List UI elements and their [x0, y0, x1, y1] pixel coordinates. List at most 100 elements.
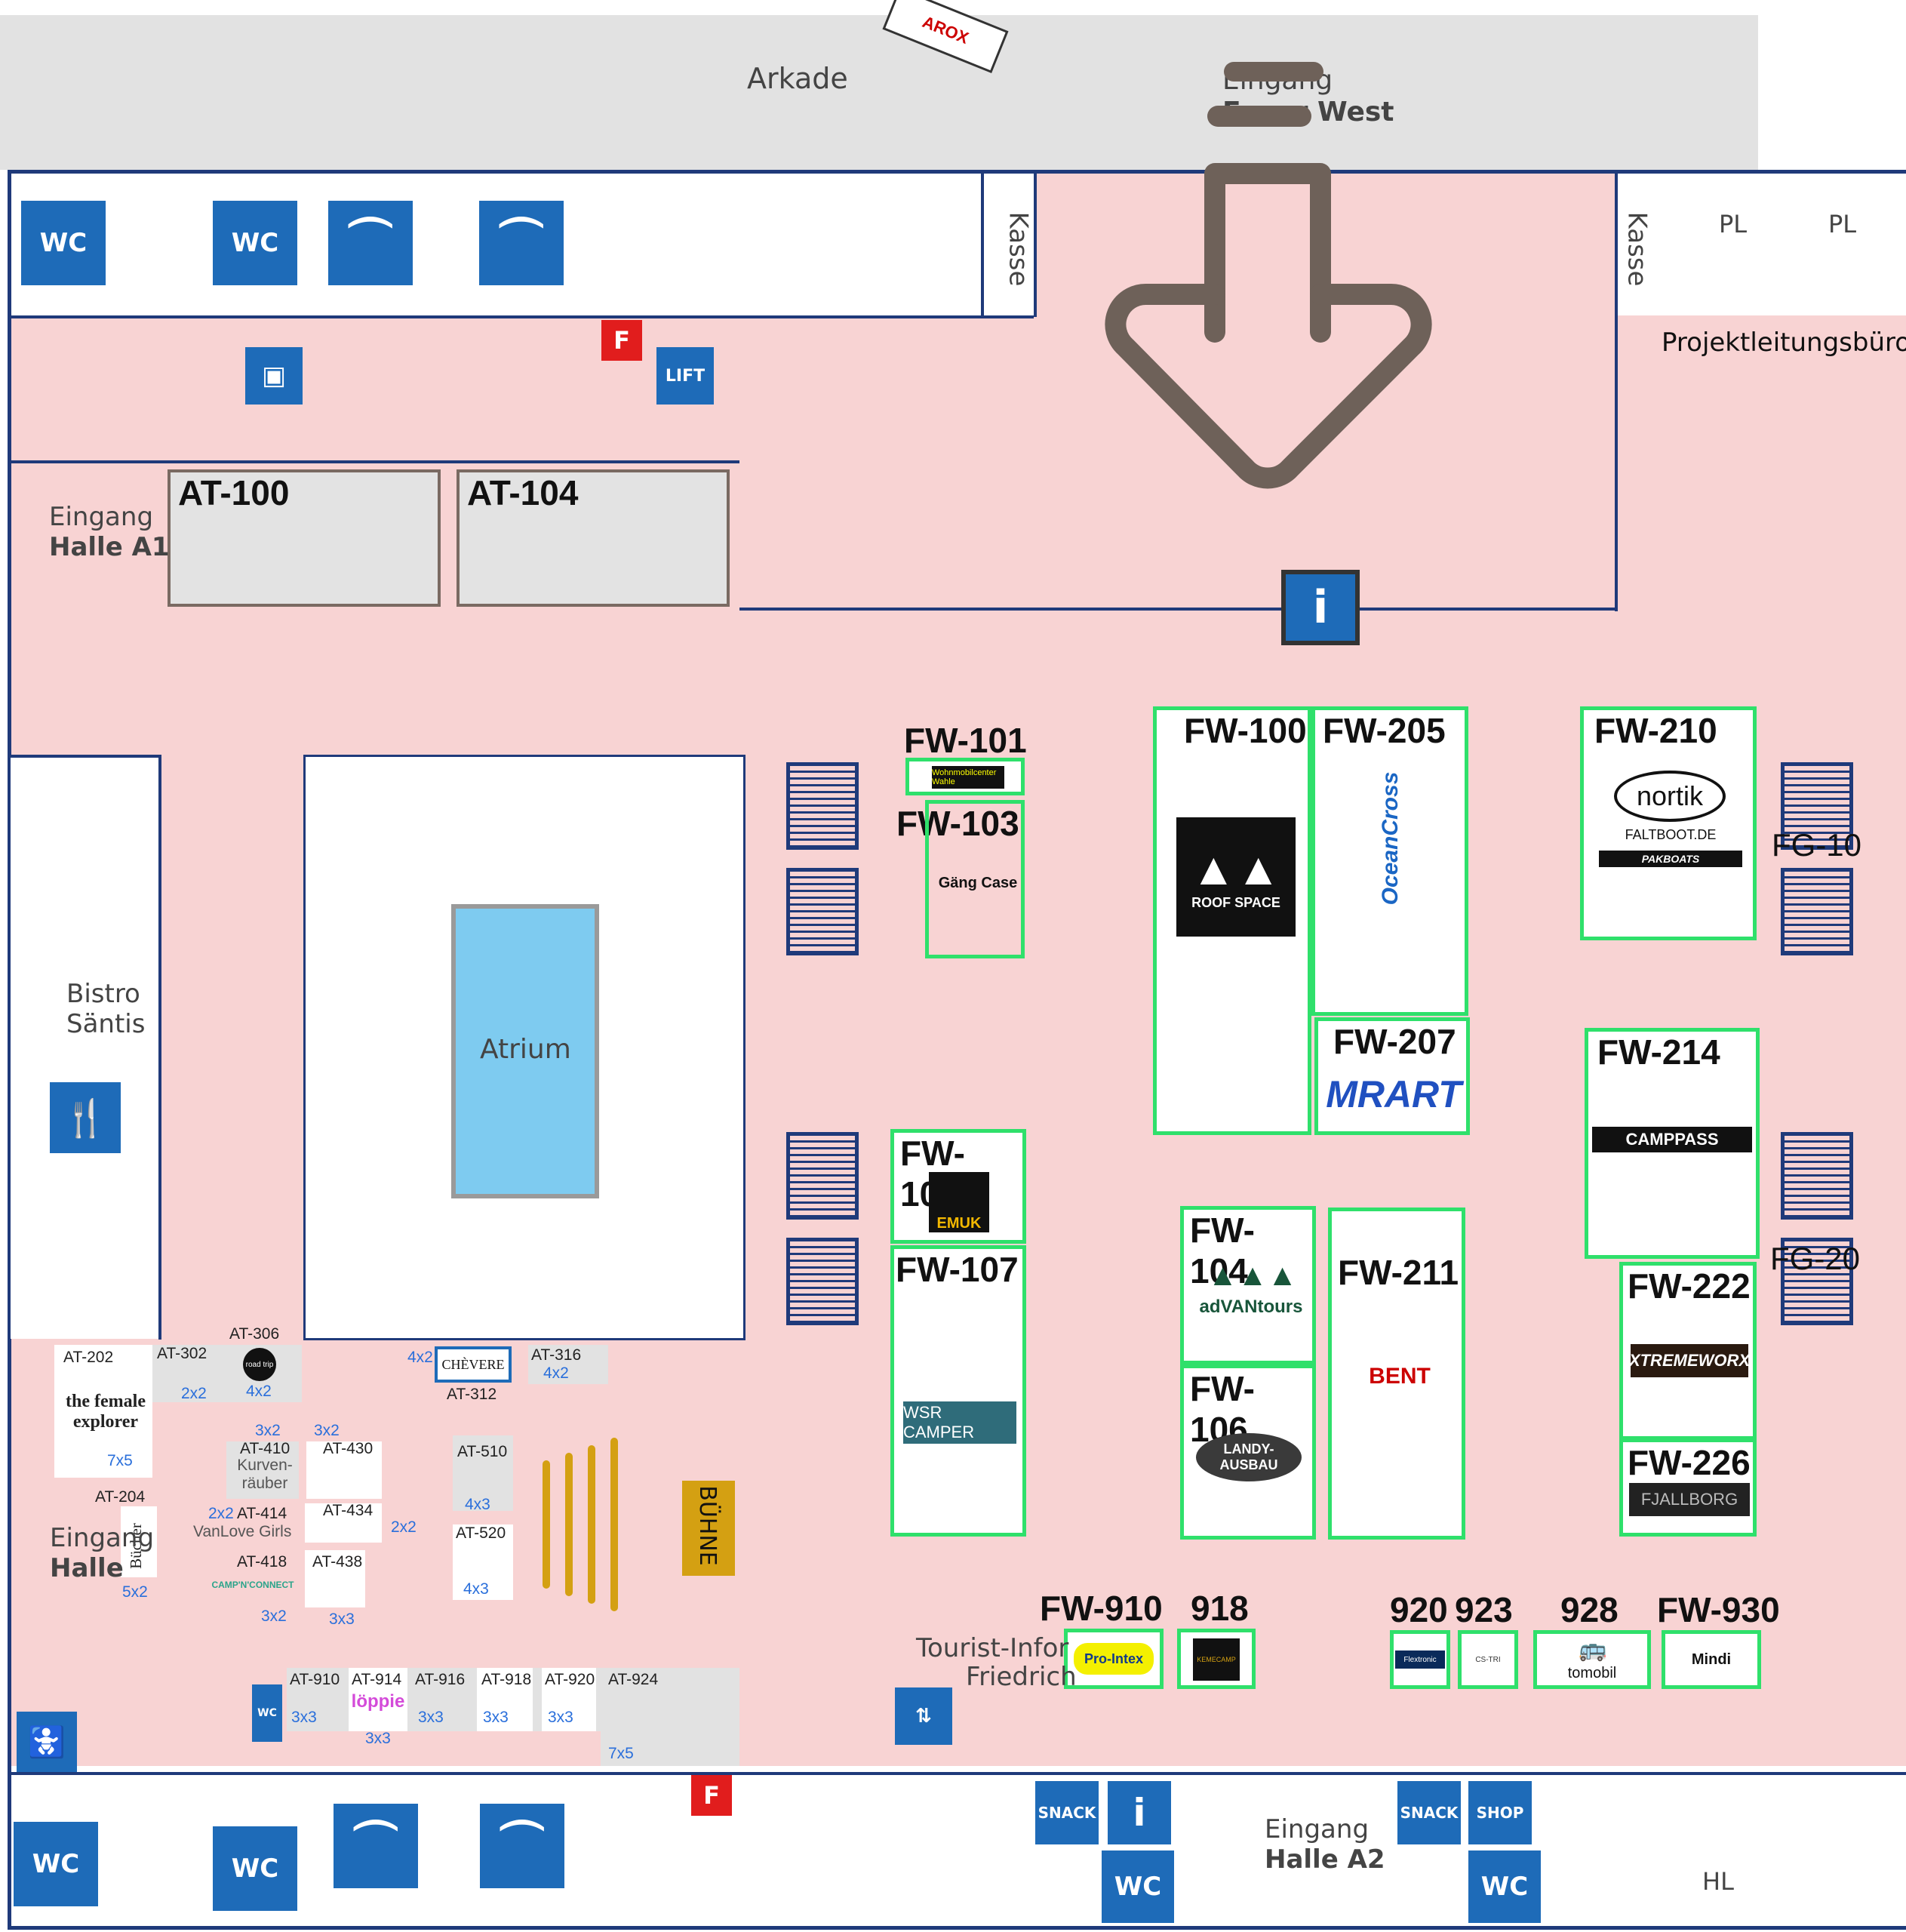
locker-icon[interactable]: ▣	[245, 347, 303, 405]
fw-210-booth[interactable]: FW-210 nortik FALTBOOT.DE PAKBOATS	[1580, 706, 1757, 940]
fw-930-booth[interactable]: Mindi	[1662, 1630, 1761, 1689]
at-438-size: 3x3	[329, 1611, 355, 1628]
kasse-label-1: Kasse	[1003, 211, 1034, 287]
at-104-block[interactable]: AT-104	[457, 469, 730, 607]
wc-icon-small[interactable]: WC	[252, 1684, 282, 1742]
at-302-stand[interactable]	[152, 1345, 225, 1402]
wall-bistro-top	[8, 755, 161, 758]
at-520-stand[interactable]	[453, 1524, 513, 1600]
fw-910-booth[interactable]: Pro-Intex	[1064, 1629, 1164, 1689]
fw-214-id: FW-214	[1597, 1032, 1720, 1072]
fw-205-booth[interactable]: FW-205 OceanCross	[1311, 706, 1468, 1016]
at-312-size: 4x2	[407, 1349, 433, 1366]
at-306-size: 4x2	[246, 1383, 272, 1400]
at-204-stand[interactable]	[121, 1506, 157, 1577]
fw-214-booth[interactable]: FW-214 CAMPPASS	[1585, 1028, 1760, 1259]
928-booth[interactable]: 🚌 tomobil	[1533, 1630, 1651, 1689]
stage-block	[682, 1481, 735, 1576]
920-booth[interactable]: Flextronic	[1390, 1630, 1450, 1689]
at-202-id: AT-202	[63, 1349, 114, 1366]
fg10-label: FG-10	[1772, 827, 1862, 863]
info-point-icon[interactable]: i	[1281, 570, 1360, 645]
fire-extinguisher-icon[interactable]: F	[601, 320, 642, 361]
fw-106-booth[interactable]: FW-106 LANDY-AUSBAU	[1180, 1364, 1316, 1540]
cloakroom-icon-3[interactable]: ⏜	[334, 1804, 418, 1888]
snack-icon-2[interactable]: SNACK	[1397, 1781, 1461, 1844]
at-434-size: 2x2	[391, 1518, 417, 1536]
lift-icon[interactable]: LIFT	[656, 347, 714, 405]
stage-seating	[543, 1438, 618, 1611]
at-316-stand[interactable]	[528, 1345, 608, 1384]
fw-222-booth[interactable]: FW-222 XTREMEWORX	[1619, 1262, 1757, 1440]
at-510-stand[interactable]	[453, 1435, 513, 1511]
fw-210-id: FW-210	[1594, 711, 1717, 750]
fw-101-booth[interactable]: Wohnmobilcenter Wahle	[905, 758, 1025, 795]
staircase-up-1	[786, 762, 859, 850]
fw-103-booth[interactable]: Gäng Case	[925, 800, 1025, 958]
fw-211-booth[interactable]: FW-211 BENT	[1328, 1208, 1465, 1540]
wall-bottom	[8, 1926, 1906, 1930]
snack-icon-1[interactable]: SNACK	[1035, 1781, 1099, 1844]
923-booth[interactable]: CS-TRI	[1458, 1630, 1518, 1689]
wall-kasse	[981, 174, 984, 317]
at-414-size: 2x2	[208, 1505, 234, 1522]
entrance-side-label-2: Halle	[50, 1553, 124, 1583]
wc-label: WC	[257, 1707, 277, 1719]
918-logo: KEMECAMP	[1193, 1638, 1240, 1681]
wc-icon-bottom-4[interactable]: WC	[1468, 1850, 1541, 1923]
fw-222-logo: XTREMEWORX	[1629, 1344, 1750, 1377]
fire-extinguisher-icon-2[interactable]: F	[691, 1775, 732, 1816]
at-316-id: AT-316	[531, 1346, 582, 1364]
fw-207-booth[interactable]: FW-207 MRART	[1314, 1017, 1470, 1135]
baby-changing-icon[interactable]: 🚼	[17, 1712, 77, 1772]
wc-icon-bottom-3[interactable]: WC	[1102, 1850, 1174, 1923]
fw-105-booth[interactable]: FW-105 EMUK	[890, 1129, 1026, 1244]
staircase-fg20-1	[1781, 1132, 1853, 1220]
fw-104-id: FW-104	[1190, 1211, 1255, 1291]
fw-214-logo: CAMPPASS	[1592, 1127, 1752, 1152]
at-202-stand[interactable]	[54, 1345, 152, 1478]
wc-label: WC	[39, 228, 88, 258]
fw-107-booth[interactable]: FW-107 WSR CAMPER	[890, 1245, 1026, 1537]
stage-label: BÜHNE	[693, 1485, 721, 1566]
at-918-size: 3x3	[483, 1709, 509, 1726]
wall-atrium-row	[8, 460, 739, 463]
fw-207-logo: MRART	[1326, 1073, 1462, 1115]
at-434-stand[interactable]	[305, 1503, 382, 1543]
at-924-stand[interactable]	[601, 1668, 739, 1766]
wc-label: WC	[32, 1849, 80, 1879]
fw-207-id: FW-207	[1333, 1022, 1456, 1061]
wc-icon-bottom-1[interactable]: WC	[14, 1822, 98, 1906]
at-410-stand[interactable]	[226, 1441, 299, 1499]
at-302-size: 2x2	[181, 1385, 207, 1402]
wc-icon-top-1[interactable]: WC	[21, 201, 106, 285]
918-booth[interactable]: KEMECAMP	[1177, 1629, 1256, 1689]
at-918-stand[interactable]	[477, 1668, 533, 1731]
pl-label-1: PL	[1719, 210, 1748, 238]
fw-100-booth[interactable]: FW-100 ▲▲ ROOF SPACE	[1153, 706, 1311, 1135]
at-438-stand[interactable]	[305, 1550, 365, 1607]
at-920-stand[interactable]	[542, 1668, 596, 1731]
at-918-id: AT-918	[481, 1671, 532, 1688]
restaurant-icon[interactable]: 🍴	[50, 1082, 121, 1153]
at-920-size: 3x3	[548, 1709, 573, 1726]
info-icon-bottom[interactable]: i	[1108, 1781, 1171, 1844]
at-100-block[interactable]: AT-100	[168, 469, 441, 607]
cloakroom-icon-4[interactable]: ⏜	[480, 1804, 564, 1888]
wc-icon-bottom-2[interactable]: WC	[213, 1826, 297, 1911]
at-914-stand[interactable]	[349, 1668, 407, 1731]
cloakroom-icon-1[interactable]: ⏜	[328, 201, 413, 285]
fw-104-booth[interactable]: FW-104 ▲▲▲ adVANtours	[1180, 1206, 1316, 1364]
wc-icon-top-2[interactable]: WC	[213, 201, 297, 285]
at-430-stand[interactable]	[306, 1441, 382, 1499]
fw-226-booth[interactable]: FW-226 FJALLBORG	[1619, 1438, 1757, 1537]
920-logo: Flextronic	[1395, 1651, 1445, 1669]
at-418-stand[interactable]	[226, 1555, 299, 1607]
elevator-icon[interactable]: ⇅	[895, 1687, 952, 1745]
shop-icon[interactable]: SHOP	[1468, 1781, 1532, 1844]
fw-100-logo: ▲▲ ROOF SPACE	[1176, 817, 1296, 937]
wc-label: WC	[231, 228, 279, 258]
staircase-up-2	[786, 868, 859, 955]
entrance-a1-label-1: Eingang	[49, 502, 154, 532]
cloakroom-icon-2[interactable]: ⏜	[479, 201, 564, 285]
